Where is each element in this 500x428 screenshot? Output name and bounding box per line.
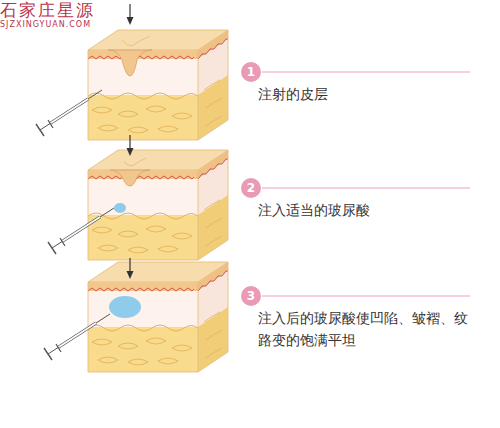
step-number-circle: 3	[241, 286, 261, 306]
step-number-circle: 1	[241, 62, 261, 82]
watermark: 石家庄星源	[0, 0, 500, 20]
step-caption: 注入后的玻尿酸使凹陷、皱褶、纹路变的饱满平坦	[258, 308, 470, 351]
callout-number: 1	[247, 66, 255, 78]
callout-number: 3	[247, 290, 255, 302]
callout-number: 2	[247, 182, 255, 194]
watermark-url: SJZXINGYUAN.COM	[0, 20, 500, 30]
step-number-circle: 2	[241, 178, 261, 198]
step-caption: 注射的皮层	[258, 84, 478, 106]
step-caption: 注入适当的玻尿酸	[258, 200, 478, 222]
